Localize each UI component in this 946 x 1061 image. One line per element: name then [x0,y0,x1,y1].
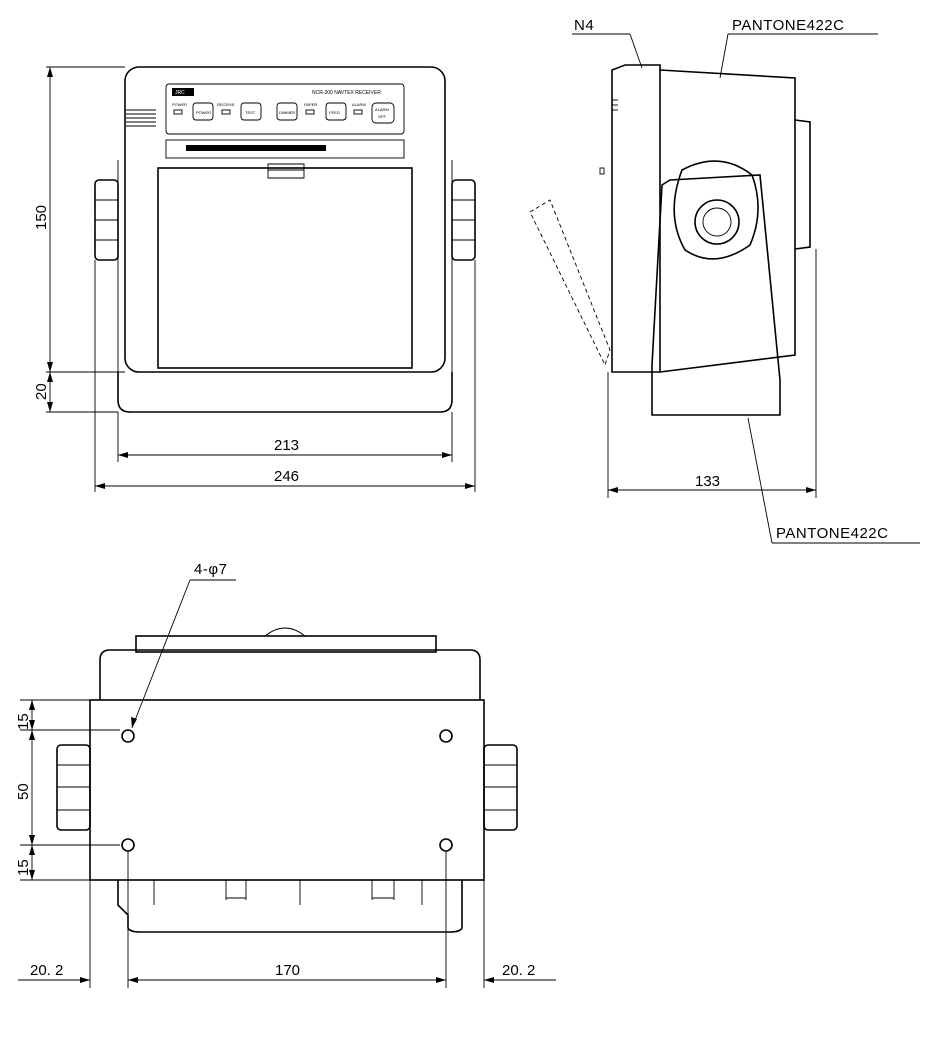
indicator-power-label: POWER [172,102,187,107]
indicator-paper-led [306,110,314,114]
indicator-alarm-label: ALARM [352,102,366,107]
bottom-left-knob [57,745,90,830]
indicator-receive-label: RECEIVE [217,102,235,107]
indicator-alarm-led [354,110,362,114]
panel-model: NCR-300 NAVTEX RECEIVER [312,90,381,96]
alarm-off-label-2: OFF [378,114,387,119]
dim-hole-spacing: 50 [15,783,32,800]
dim-bottom-margin: 15 [15,859,32,876]
dim-inner-width: 213 [274,437,299,454]
paper-door [158,168,412,368]
label-n4: N4 [574,17,594,34]
side-back [795,120,810,249]
dim-height: 150 [33,205,50,230]
dim-hole-span: 170 [275,962,300,979]
panel-brand: JRC [175,90,185,96]
dim-base: 20 [33,383,50,400]
dim-right-offset: 20. 2 [502,962,535,979]
front-view: JRC NCR-300 NAVTEX RECEIVER POWER POWER … [33,67,475,492]
side-stand [652,175,780,415]
hole-callout: 4-φ7 [194,561,227,578]
label-pantone-top: PANTONE422C [732,17,845,34]
dim-depth: 133 [695,473,720,490]
dim-left-offset: 20. 2 [30,962,63,979]
front-base [118,372,452,412]
dim-top-margin: 15 [15,713,32,730]
mounting-hole-4 [440,839,452,851]
mounting-hole-2 [440,730,452,742]
side-knob-hub [695,200,739,244]
dimmer-button-label: DIMMER [279,110,295,115]
bottom-right-knob [484,745,517,830]
dim-overall-width: 246 [274,468,299,485]
side-bezel [612,65,660,372]
power-button-label: POWER [196,110,211,115]
door-latch [268,164,304,178]
bottom-housing [100,650,480,700]
base-plate [90,700,484,880]
side-view: N4 PANTONE422C PANTONE422C 133 [530,17,920,543]
indicator-power-led [174,110,182,114]
feed-button-label: FEED [329,110,340,115]
indicator-paper-label: PAPER [304,102,317,107]
bottom-view: 4-φ7 15 50 15 20. 2 170 20. 2 [15,561,556,988]
indicator-receive-led [222,110,230,114]
mounting-hole-3 [122,839,134,851]
bottom-front-edge [118,880,462,932]
alarm-off-label-1: ALARM [375,107,389,112]
left-knob [95,180,118,260]
mounting-hole-1 [122,730,134,742]
front-vent [126,110,156,126]
alarm-off-button[interactable] [372,103,394,123]
paper-slot [186,145,326,151]
right-knob [452,180,475,260]
test-button-label: TEST [245,110,256,115]
lid-open-position [530,200,610,365]
label-pantone-bottom: PANTONE422C [776,525,889,542]
